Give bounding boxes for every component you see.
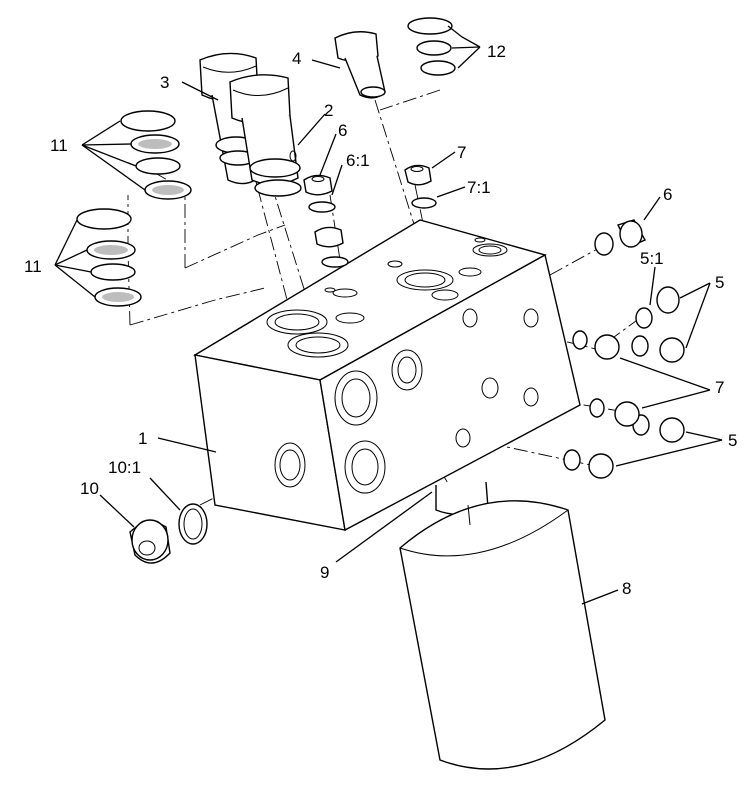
callout-2: 2	[324, 101, 333, 120]
plug-7-top	[404, 164, 437, 209]
callout-12: 12	[487, 42, 506, 61]
callout-7-side: 7	[715, 378, 724, 397]
callout-8: 8	[622, 579, 631, 598]
callout-10-1: 10:1	[108, 458, 141, 477]
callout-3: 3	[160, 73, 169, 92]
callout-4: 4	[292, 49, 301, 68]
plug-7-side	[572, 330, 640, 427]
seal-kit-12	[407, 17, 456, 76]
manifold-block	[193, 219, 581, 532]
callout-7-top: 7	[457, 143, 466, 162]
plug-6-side	[594, 219, 646, 256]
cartridge-valve-2	[229, 74, 302, 197]
callout-labels: 3 4 2 6 6:1 7 7:1 12 11 11 6 5:1 5 7 5 1…	[24, 42, 737, 598]
callout-11-upper: 11	[50, 136, 68, 155]
callout-6-side: 6	[663, 185, 672, 204]
seal-kit-11-lower	[76, 208, 142, 307]
plug-10	[129, 503, 208, 564]
callout-5-upper: 5	[715, 273, 724, 292]
plug-5-side	[563, 286, 685, 479]
cartridge-valve-4	[334, 31, 386, 99]
callout-7-1: 7:1	[467, 178, 491, 197]
filter-element	[399, 481, 606, 770]
leader-lines	[54, 25, 723, 605]
callout-10: 10	[80, 479, 99, 498]
callout-9: 9	[320, 563, 329, 582]
callout-11-lower: 11	[24, 257, 42, 276]
callout-6-1: 6:1	[346, 151, 370, 170]
callout-1: 1	[138, 429, 147, 448]
plug-6-top	[303, 174, 349, 268]
callout-5-lower: 5	[728, 431, 737, 450]
callout-5-1: 5:1	[640, 249, 664, 268]
callout-6-top: 6	[338, 121, 347, 140]
seal-kit-11-upper	[120, 110, 192, 200]
